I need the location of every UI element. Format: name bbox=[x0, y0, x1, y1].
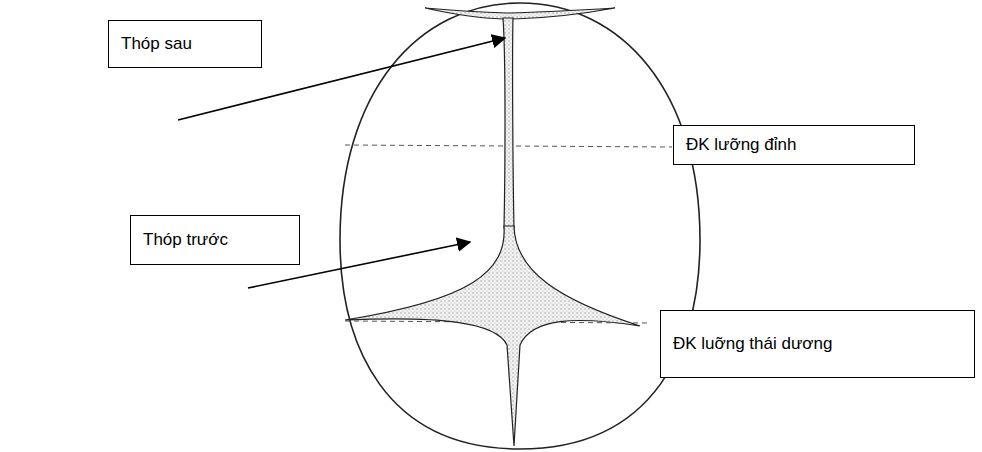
label-box: ĐK lưỡng đỉnh bbox=[673, 125, 915, 165]
label-text: ĐK lưỡng đỉnh bbox=[686, 135, 796, 155]
skull-outline bbox=[340, 3, 700, 449]
label-box: Thóp sau bbox=[108, 20, 262, 68]
label-text: Thóp trước bbox=[143, 230, 228, 250]
label-text: Thóp sau bbox=[121, 34, 192, 54]
lambdoid-suture bbox=[425, 8, 615, 19]
sagittal-suture bbox=[503, 18, 514, 228]
label-text: ĐK luỡng thái dương bbox=[673, 334, 832, 354]
label-box: ĐK luỡng thái dương bbox=[660, 310, 975, 378]
label-box: Thóp trước bbox=[130, 215, 300, 265]
